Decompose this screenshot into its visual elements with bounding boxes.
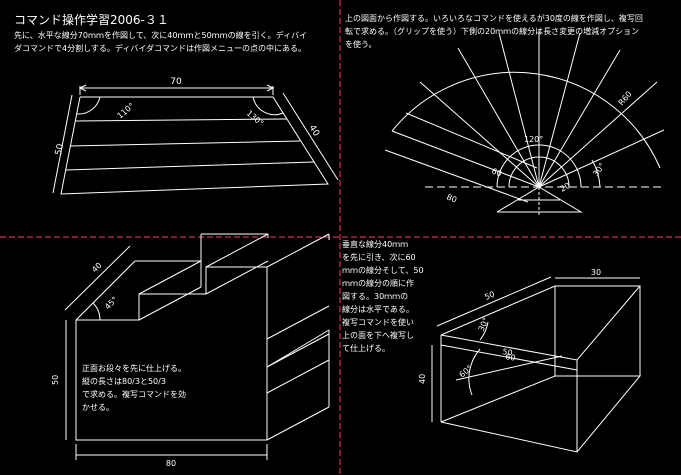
br-note-line: 上の面を下へ複写し <box>342 331 414 340</box>
br-note-line: ｍｍの線分の順に作 <box>342 279 414 288</box>
page-title: コマンド操作学習2006-３１ <box>14 13 169 27</box>
dim-left-line <box>52 94 73 194</box>
bl-note-line: 縦の長さは80/3と50/3 <box>82 377 166 386</box>
stair-height-label: 50 <box>51 375 60 385</box>
tl-instructions: 先に、水平な線分70ｍｍを作図して、次に40ｍｍと50ｍｍの線を引く。ディバイ … <box>14 29 307 55</box>
fan-outer-arc <box>391 71 661 169</box>
tr-instruction-line: を使う。 <box>345 40 377 49</box>
bl-note-line: 正面お段々を先に仕上げる。 <box>82 364 186 373</box>
prism-slope-label: 50 <box>502 347 514 358</box>
staircase-figure <box>64 233 330 460</box>
bl-note: 正面お段々を先に仕上げる。 縦の長さは80/3と50/3 で求める。複写コマンド… <box>82 362 186 414</box>
stair-width-label: 80 <box>166 459 176 468</box>
stair-depth-dim <box>64 245 131 311</box>
prism-diag-label: 60 <box>505 352 517 363</box>
prism-right-label: 30 <box>591 268 601 277</box>
tr-instruction-line: 上の図面から作図する。いろいろなコマンドを使えるが30度の線を作図し、複写回 <box>345 14 643 23</box>
tl-instruction-line: 先に、水平な線分70ｍｍを作図して、次に40ｍｍと50ｍｍの線を引く。ディバイ <box>14 31 308 40</box>
prism-vertical-label: 40 <box>418 374 427 384</box>
angle-arc-right <box>252 96 284 116</box>
br-note-line: て仕上げる。 <box>342 344 390 353</box>
trapezoid-outline <box>60 96 329 195</box>
prism-top-dim <box>436 276 552 327</box>
tr-instructions: 上の図面から作図する。いろいろなコマンドを使えるが30度の線を作図し、複写回 転… <box>345 12 643 51</box>
prism-top-label: 50 <box>483 290 496 302</box>
br-note-line: 垂直な線分40ｍｍ <box>342 240 409 249</box>
dim-right-line <box>282 92 339 181</box>
tr-instruction-line: 転で求める。（グリップを使う）下側の20ｍｍの線分は長さ変更の増減オプション <box>345 27 640 36</box>
division-line-3 <box>65 161 315 171</box>
bl-note-line: で求める。複写コマンドを効 <box>82 390 186 399</box>
fan-angle-center-label: 120° <box>524 135 543 144</box>
br-note-line: 線分は水平である。 <box>342 305 414 314</box>
trapezoid-figure <box>52 84 339 195</box>
br-note-line: ｍｍの線分そして、50 <box>342 266 424 275</box>
fan-len-20-label: 20 <box>559 181 572 194</box>
br-note: 垂直な線分40ｍｍ を先に引き、次に60 ｍｍの線分そして、50 ｍｍの線分の順… <box>342 238 424 355</box>
br-note-line: 複写コマンドを使い <box>342 318 414 327</box>
br-note-line: 図する。30ｍｍの <box>342 292 409 301</box>
fan-len-80-label: 80 <box>445 193 458 205</box>
dim-left-label: 50 <box>54 143 66 156</box>
bl-note-line: かせる。 <box>82 403 114 412</box>
division-line-1 <box>74 118 288 122</box>
fan-len-60-label: 60 <box>490 167 503 179</box>
tl-instruction-line: ダコマンドで4分割しする。ディバイダコマンドは作図メニューの点の中にある。 <box>14 44 307 53</box>
dim-top-label: 70 <box>170 77 182 87</box>
br-note-line: を先に引き、次に60 <box>342 253 416 262</box>
prism-figure <box>431 276 642 453</box>
prism-diag-dim <box>455 355 563 381</box>
division-line-2 <box>69 140 301 147</box>
angle-arc-left <box>76 96 101 115</box>
